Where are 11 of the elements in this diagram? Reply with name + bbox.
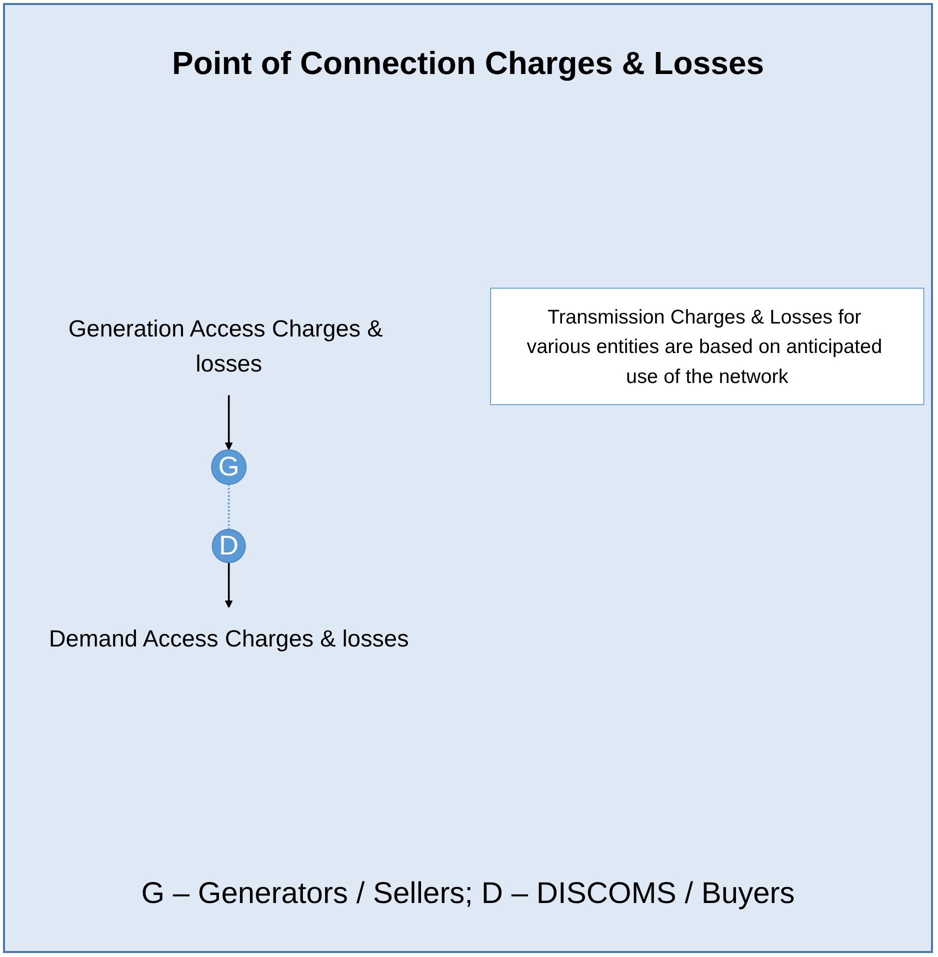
node-box [490,288,924,406]
diagram-title: Point of Connection Charges & Losses [172,45,764,82]
node-circle [211,450,247,486]
node-text: Demand Access Charges & losses [48,625,409,652]
node-text: Generation Access Charges & losses [68,315,383,378]
key-note: G – Generators / Sellers; D – DISCOMS / Buyers [141,877,795,911]
arrow [224,563,233,608]
node-circle [212,529,246,564]
connector [228,484,230,530]
arrow [224,396,233,451]
panel-background: Point of Connection Charges & Losses Generation Access Charges & losses G D Demand Access Charges & losses Transmission Charges & Losses for various entities are based on anticipated use of the network G – Generators / Sellers; D – DISCOMS / Buyers [3,3,933,953]
